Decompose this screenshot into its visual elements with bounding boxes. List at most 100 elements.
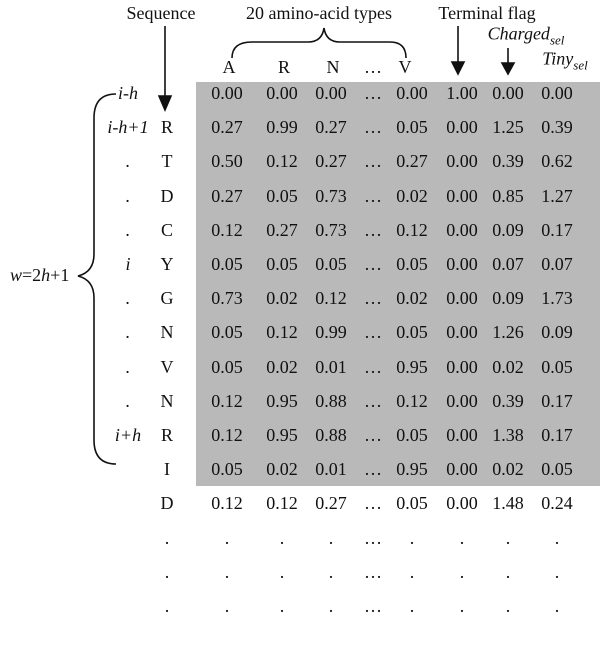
row-position-label: . xyxy=(125,185,131,206)
table-cell: 0.00 xyxy=(211,83,243,103)
table-cell: 0.73 xyxy=(211,288,243,309)
table-cell: 0.09 xyxy=(541,322,573,343)
table-cell: 0.05 xyxy=(396,254,428,274)
table-cell: … xyxy=(364,322,382,343)
table-cell: 0.27 xyxy=(266,219,298,240)
table-cell: 1.73 xyxy=(541,288,573,309)
table-cell: 0.50 xyxy=(211,151,243,172)
table-cell: 0.02 xyxy=(492,356,524,377)
table-cell: 0.73 xyxy=(315,185,347,206)
table-cell: 0.88 xyxy=(315,390,347,411)
table-cell: 0.95 xyxy=(266,425,298,445)
column-header: … xyxy=(364,57,382,77)
table-cell: 0.99 xyxy=(266,117,298,138)
sliding-window-shading xyxy=(196,82,600,486)
table-cell: … xyxy=(364,390,382,411)
table-cell: … xyxy=(364,356,382,377)
table-cell: . xyxy=(409,561,415,582)
row-position-label: . xyxy=(125,151,131,172)
row-position-label: . xyxy=(125,322,131,343)
table-cell: 0.05 xyxy=(396,493,428,514)
table-cell: 0.95 xyxy=(396,459,428,480)
row-position-label: . xyxy=(125,356,131,377)
table-cell: 0.00 xyxy=(446,117,478,138)
table-cell: . xyxy=(409,527,415,548)
table-cell: 0.00 xyxy=(266,83,298,103)
sequence-label: Sequence xyxy=(126,3,196,23)
table-cell: 0.05 xyxy=(315,254,347,274)
table-cell: … xyxy=(364,493,382,514)
row-position-label: i xyxy=(125,254,131,274)
table-cell: 0.12 xyxy=(211,390,243,411)
aa-types-brace xyxy=(231,27,407,59)
table-cell: 0.09 xyxy=(492,288,524,309)
table-cell: 0.12 xyxy=(211,219,243,240)
table-cell: . xyxy=(279,561,285,582)
table-cell: 0.39 xyxy=(541,117,573,138)
table-cell: 0.00 xyxy=(446,493,478,514)
table-cell: 0.07 xyxy=(541,254,573,274)
table-cell: 0.05 xyxy=(266,254,298,274)
row-position-label: . xyxy=(125,390,131,411)
table-cell: 0.17 xyxy=(541,390,573,411)
table-cell: 0.05 xyxy=(211,322,243,343)
table-cell: 0.85 xyxy=(492,185,524,206)
table-cell: 0.07 xyxy=(492,254,524,274)
row-position-label: . xyxy=(125,288,131,309)
column-header: R xyxy=(277,57,291,77)
table-cell: 0.05 xyxy=(266,185,298,206)
table-cell: 0.05 xyxy=(396,425,428,445)
table-cell: 0.12 xyxy=(315,288,347,309)
table-cell: 1.25 xyxy=(492,117,524,138)
table-cell: 1.48 xyxy=(492,493,524,514)
table-cell: 0.24 xyxy=(541,493,573,514)
table-cell: 0.00 xyxy=(446,151,478,172)
table-cell: 0.27 xyxy=(396,151,428,172)
table-cell: … xyxy=(364,185,382,206)
table-cell: 0.05 xyxy=(541,459,573,480)
table-cell: … xyxy=(364,288,382,309)
table-cell: . xyxy=(459,527,465,548)
residue-label: G xyxy=(160,288,174,309)
table-cell: . xyxy=(554,561,560,582)
table-cell: . xyxy=(459,561,465,582)
row-position-label: i+h xyxy=(114,425,142,445)
residue-label: C xyxy=(160,219,174,240)
table-cell: . xyxy=(279,596,285,616)
table-cell: 0.12 xyxy=(266,322,298,343)
residue-label: R xyxy=(160,425,174,445)
table-cell: 0.00 xyxy=(446,185,478,206)
table-cell: 0.02 xyxy=(266,356,298,377)
table-cell: . xyxy=(328,561,334,582)
terminal-flag-label: Terminal flag xyxy=(438,3,536,23)
tiny-sel-label: Tinysel xyxy=(542,48,588,73)
table-cell: … xyxy=(364,561,382,582)
residue-label: I xyxy=(164,459,170,480)
charged-arrow xyxy=(500,48,516,76)
table-cell: … xyxy=(364,527,382,548)
residue-label: . xyxy=(164,561,170,582)
table-cell: 0.12 xyxy=(211,493,243,514)
residue-label: . xyxy=(164,596,170,616)
table-cell: 1.00 xyxy=(446,83,478,103)
table-cell: 0.73 xyxy=(315,219,347,240)
table-cell: . xyxy=(409,596,415,616)
table-cell: 0.00 xyxy=(446,356,478,377)
table-cell: … xyxy=(364,219,382,240)
terminal-flag-arrow xyxy=(450,26,466,76)
table-cell: 0.00 xyxy=(541,83,573,103)
table-cell: … xyxy=(364,117,382,138)
table-cell: 0.02 xyxy=(492,459,524,480)
window-brace xyxy=(77,93,117,465)
residue-label: . xyxy=(164,527,170,548)
table-cell: 0.01 xyxy=(315,459,347,480)
table-cell: . xyxy=(505,561,511,582)
column-header: A xyxy=(222,57,236,77)
residue-label: D xyxy=(160,493,174,514)
table-cell: 1.27 xyxy=(541,185,573,206)
table-cell: 0.00 xyxy=(492,83,524,103)
table-cell: 0.12 xyxy=(396,219,428,240)
table-cell: 0.12 xyxy=(396,390,428,411)
table-cell: . xyxy=(328,527,334,548)
table-cell: 0.95 xyxy=(266,390,298,411)
